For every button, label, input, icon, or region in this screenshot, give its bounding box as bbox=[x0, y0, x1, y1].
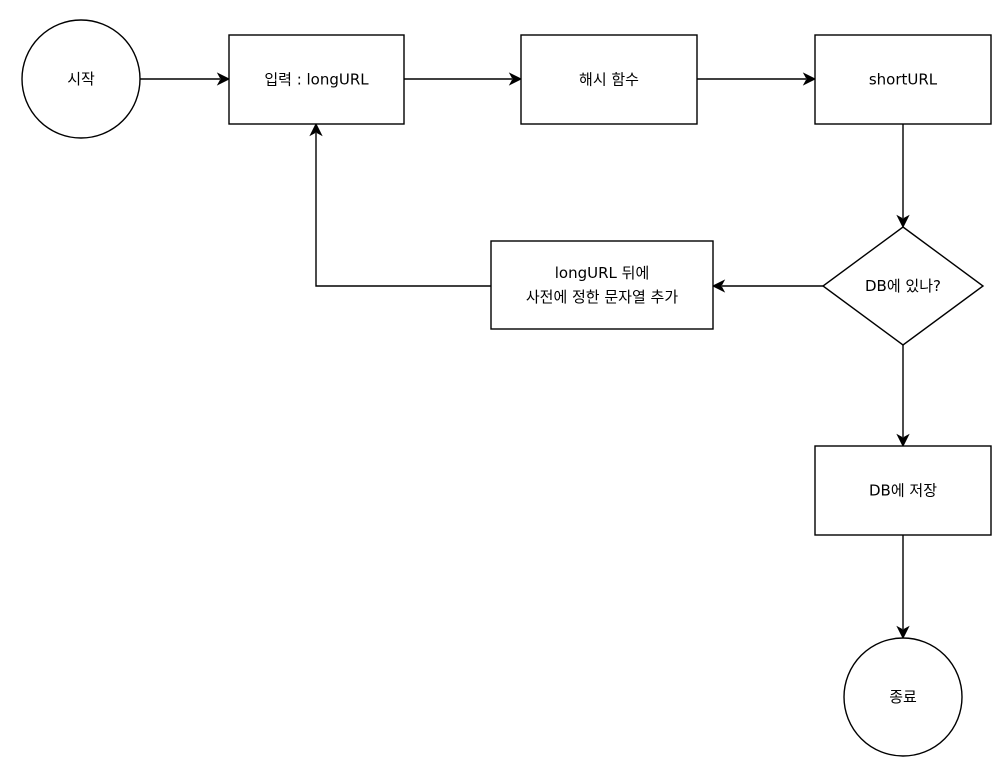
edge-hash-to-short bbox=[697, 72, 817, 86]
input-label: 입력 : longURL bbox=[264, 71, 369, 89]
node-start: 시작 bbox=[21, 19, 141, 139]
node-end: 종료 bbox=[843, 637, 963, 757]
hash-box bbox=[520, 34, 698, 125]
append-label-line-2: 사전에 정한 문자열 추가 bbox=[526, 288, 679, 306]
node-save: DB에 저장 bbox=[814, 445, 992, 536]
start-label: 시작 bbox=[67, 70, 95, 88]
short-box bbox=[814, 34, 992, 125]
node-input: 입력 : longURL bbox=[228, 34, 405, 125]
edge-append-to-input bbox=[309, 122, 491, 287]
edge-start-to-input bbox=[140, 72, 231, 86]
edge-short-to-decision bbox=[896, 124, 910, 229]
append-label-line-1: longURL 뒤에 bbox=[555, 264, 650, 282]
edge-decision-to-append bbox=[711, 279, 823, 293]
end-label: 종료 bbox=[889, 688, 917, 706]
decision-diamond bbox=[821, 226, 985, 346]
short-label: shortURL bbox=[869, 71, 938, 89]
hash-label: 해시 함수 bbox=[579, 71, 639, 89]
input-box bbox=[228, 34, 405, 125]
node-append: longURL 뒤에 사전에 정한 문자열 추가 bbox=[490, 240, 714, 330]
edges bbox=[140, 72, 910, 640]
save-box bbox=[814, 445, 992, 536]
node-decision: DB에 있나? bbox=[821, 226, 985, 346]
end-circle bbox=[843, 637, 963, 757]
start-circle bbox=[21, 19, 141, 139]
node-hash: 해시 함수 bbox=[520, 34, 698, 125]
edge-save-to-end bbox=[896, 535, 910, 640]
edge-decision-to-save bbox=[896, 345, 910, 448]
save-label: DB에 저장 bbox=[869, 482, 937, 500]
edge-input-to-hash bbox=[404, 72, 523, 86]
decision-label: DB에 있나? bbox=[865, 277, 941, 295]
node-short: shortURL bbox=[814, 34, 992, 125]
append-box bbox=[490, 240, 714, 330]
